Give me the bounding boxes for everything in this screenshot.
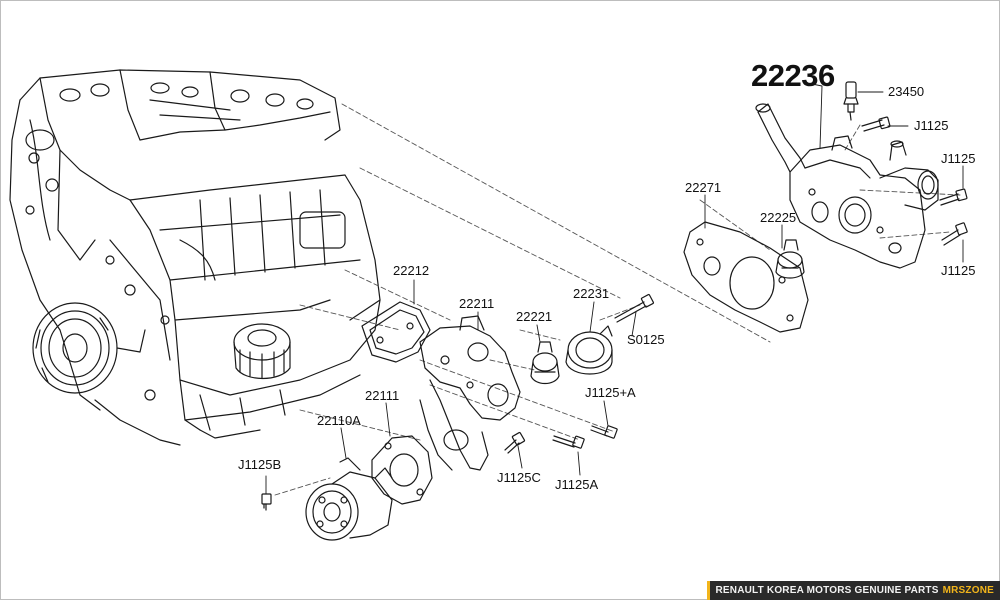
- water-inlet-housing-22211-drawing: [419, 315, 521, 471]
- bolt-j1125-right-upper-drawing: [939, 188, 968, 206]
- callout-22236-main[interactable]: 22236: [751, 58, 835, 93]
- bolt-j1125a-drawing: [552, 435, 585, 449]
- thermostat-cover-22231-drawing: [565, 325, 613, 375]
- callout-22211[interactable]: 22211: [459, 296, 495, 311]
- bolt-j1125-right-lower-drawing: [941, 222, 968, 246]
- callout-22110a[interactable]: 22110A: [317, 413, 361, 428]
- bolt-j1125plusa-drawing: [590, 425, 618, 439]
- thermostat-22225-drawing: [775, 239, 805, 279]
- engine-block-drawing: [9, 69, 381, 446]
- footer-text: RENAULT KOREA MOTORS GENUINE PARTS: [715, 585, 939, 596]
- gasket-22212-drawing: [361, 301, 431, 363]
- callout-j1125a[interactable]: J1125A: [555, 477, 599, 492]
- footer-banner: RENAULT KOREA MOTORS GENUINE PARTS MRSZO…: [707, 581, 1000, 600]
- temperature-sensor-drawing: [843, 81, 859, 121]
- callout-j1125-right-upper[interactable]: J1125: [941, 151, 976, 166]
- bolt-j1125c-drawing: [504, 431, 526, 454]
- callout-j1125c[interactable]: J1125C: [497, 470, 541, 485]
- callout-22212[interactable]: 22212: [393, 263, 430, 278]
- thermostat-22221-drawing: [530, 341, 560, 385]
- callout-22225[interactable]: 22225: [760, 210, 797, 225]
- thermostat-housing-drawing: [755, 103, 939, 269]
- callout-j1125-right-lower[interactable]: J1125: [941, 263, 976, 278]
- callout-22111[interactable]: 22111: [365, 388, 400, 403]
- assembly-dashed-lines: [274, 103, 961, 496]
- callout-22221[interactable]: 22221: [516, 309, 553, 324]
- footer-brand: MRSZONE: [942, 585, 994, 596]
- callout-j1125-plus-a[interactable]: J1125+A: [585, 385, 636, 400]
- callout-22271[interactable]: 22271: [685, 180, 722, 195]
- callout-23450[interactable]: 23450: [888, 84, 925, 99]
- callout-j1125-top[interactable]: J1125: [914, 118, 949, 133]
- bolt-j1125b-drawing: [261, 493, 272, 511]
- callout-22231[interactable]: 22231: [573, 286, 610, 301]
- gasket-22271-drawing: [683, 221, 809, 333]
- bolt-j1125-top-drawing: [861, 116, 891, 132]
- callout-j1125b[interactable]: J1125B: [238, 457, 282, 472]
- callout-leader-lines: [265, 83, 964, 495]
- water-pump-22110a-drawing: [305, 457, 393, 541]
- gasket-22111-drawing: [371, 435, 433, 505]
- footer-accent-bar: [707, 581, 711, 600]
- bolt-s0125-drawing: [614, 293, 655, 323]
- callout-s0125[interactable]: S0125: [627, 332, 665, 347]
